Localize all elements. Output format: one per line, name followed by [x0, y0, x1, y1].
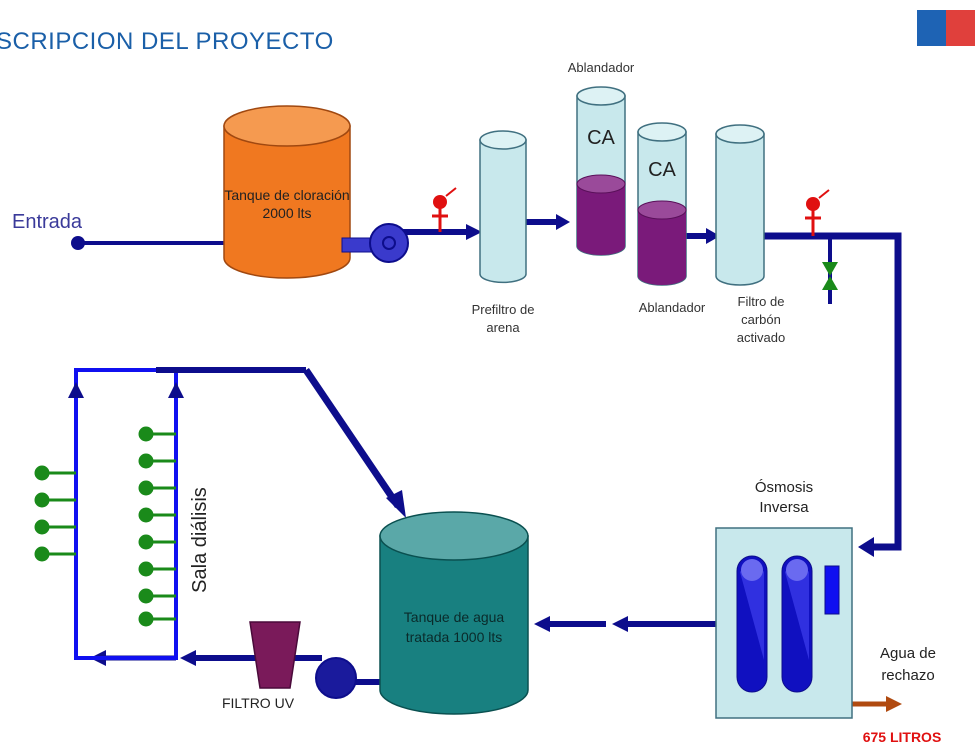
pipe-osmosis-to-tank [534, 616, 716, 632]
reject-water-label: Agua de [880, 645, 936, 662]
pump-icon [315, 657, 357, 699]
softener-2 [637, 122, 687, 286]
carbon-filter-label-2: carbón [741, 312, 781, 327]
inlet-pipe [71, 235, 242, 251]
sand-prefilter [479, 130, 527, 284]
treated-tank-label-2: tratada 1000 lts [406, 629, 503, 645]
pipe-prefilter-to-softener [526, 214, 570, 230]
flag-logo [917, 10, 975, 46]
dialysis-loop [68, 367, 406, 660]
page-title: SCRIPCION DEL PROYECTO [0, 28, 334, 55]
pipe-pump-to-prefilter [400, 224, 482, 240]
reject-water-arrow [852, 696, 902, 712]
outlet-right [138, 426, 176, 627]
entrada-label: Entrada [12, 211, 83, 233]
ca-label-2: CA [648, 159, 676, 181]
outlet-left [34, 465, 76, 562]
pump-icon [341, 223, 409, 263]
osmosis-label-2: Inversa [759, 499, 809, 516]
treated-tank-label: Tanque de agua [404, 609, 505, 625]
prefilter-label-2: arena [486, 320, 520, 335]
pipe-softener-to-carbon [686, 228, 720, 244]
chlorination-tank-capacity: 2000 lts [262, 205, 311, 221]
reverse-osmosis-unit [715, 527, 853, 719]
chlorination-tank [223, 105, 351, 279]
reject-liters-label: 675 LITROS [863, 729, 942, 745]
ca-label-1: CA [587, 127, 615, 149]
chlorination-tank-label: Tanque de cloración [224, 187, 349, 203]
pressure-valve-icon [432, 187, 457, 232]
dialysis-room-label: Sala diálisis [189, 487, 211, 593]
softener-1 [576, 86, 626, 256]
carbon-filter-label-3: activado [737, 330, 785, 345]
treated-water-tank [379, 511, 529, 715]
uv-filter-label: FILTRO UV [222, 695, 295, 711]
softener-bottom-label: Ablandador [639, 300, 706, 315]
reject-water-label-2: rechazo [881, 667, 934, 684]
osmosis-label: Ósmosis [755, 479, 813, 496]
prefilter-label: Prefiltro de [472, 302, 535, 317]
carbon-filter [715, 124, 765, 286]
carbon-filter-label: Filtro de [738, 294, 785, 309]
dialysis-outlets [34, 426, 176, 627]
uv-filter [249, 621, 301, 689]
sample-valve-icon [822, 262, 838, 290]
softener-top-label: Ablandador [568, 60, 635, 75]
pressure-valve-icon [805, 189, 830, 236]
